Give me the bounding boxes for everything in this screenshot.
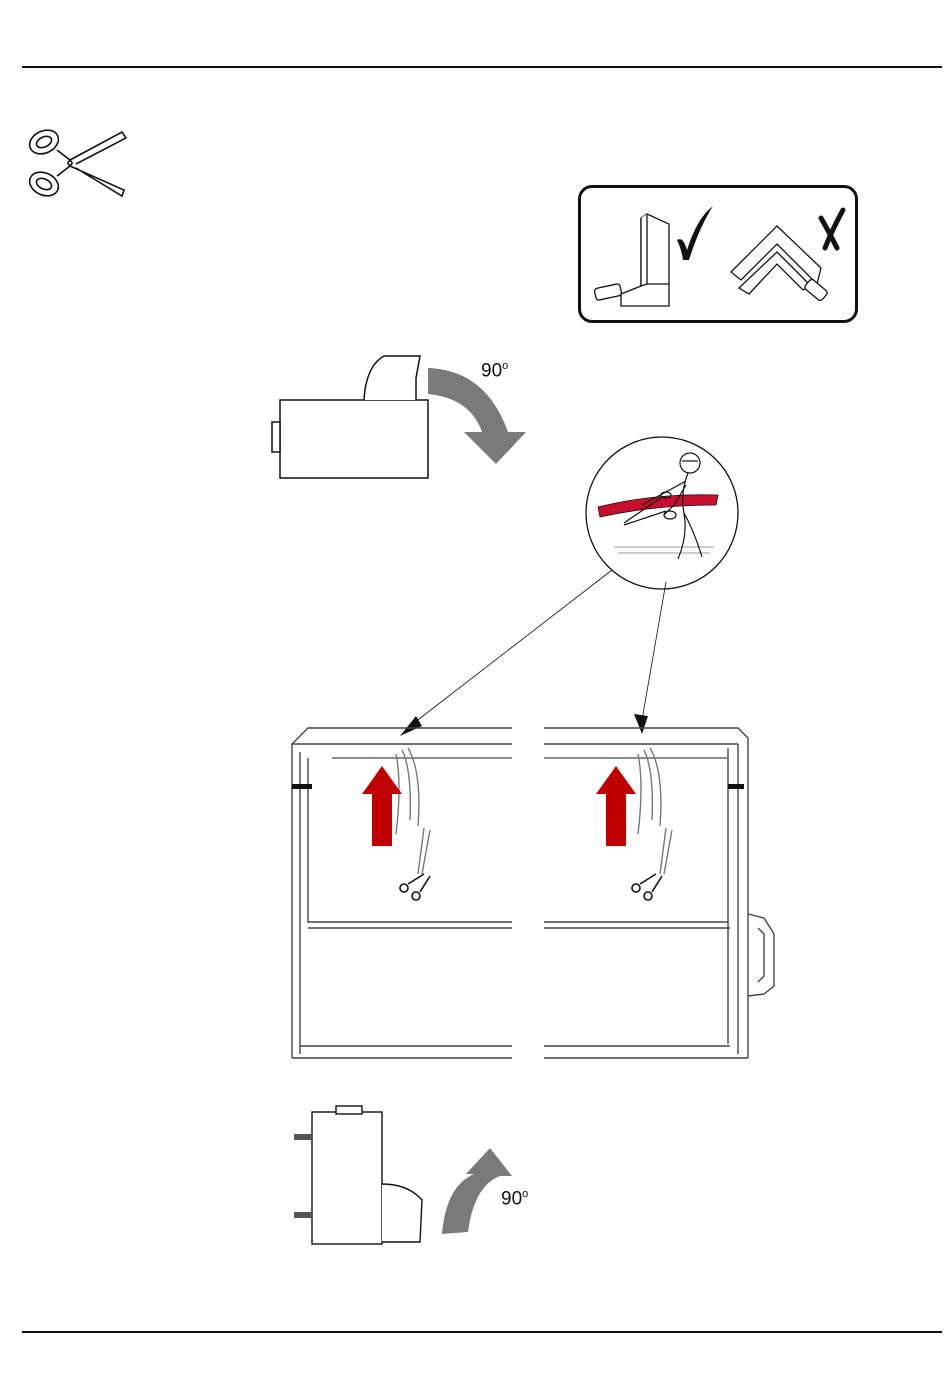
check-mark-icon — [677, 206, 713, 260]
lying-unit-illustration — [268, 352, 438, 484]
unit-panel-left — [284, 724, 514, 1066]
orientation-illustration — [581, 188, 855, 320]
orientation-hint-box — [578, 185, 858, 323]
rotation-angle-top: 90o — [481, 360, 508, 382]
small-scissors — [400, 874, 430, 900]
footer-rule — [22, 1331, 942, 1333]
x-mark-icon — [821, 210, 843, 248]
up-arrow-icon — [596, 766, 636, 846]
rotation-angle-bottom: 90o — [501, 1188, 528, 1210]
tilted-unit-incorrect — [731, 226, 828, 302]
leader-lines — [380, 560, 680, 750]
unit-panel-right — [542, 724, 778, 1066]
scissors-icon — [24, 124, 130, 204]
upright-unit-illustration — [290, 1102, 430, 1250]
upright-unit-correct — [594, 214, 669, 306]
header-rule — [22, 66, 942, 68]
rotate-clockwise-arrow-icon — [426, 364, 532, 468]
small-scissors — [632, 874, 662, 900]
